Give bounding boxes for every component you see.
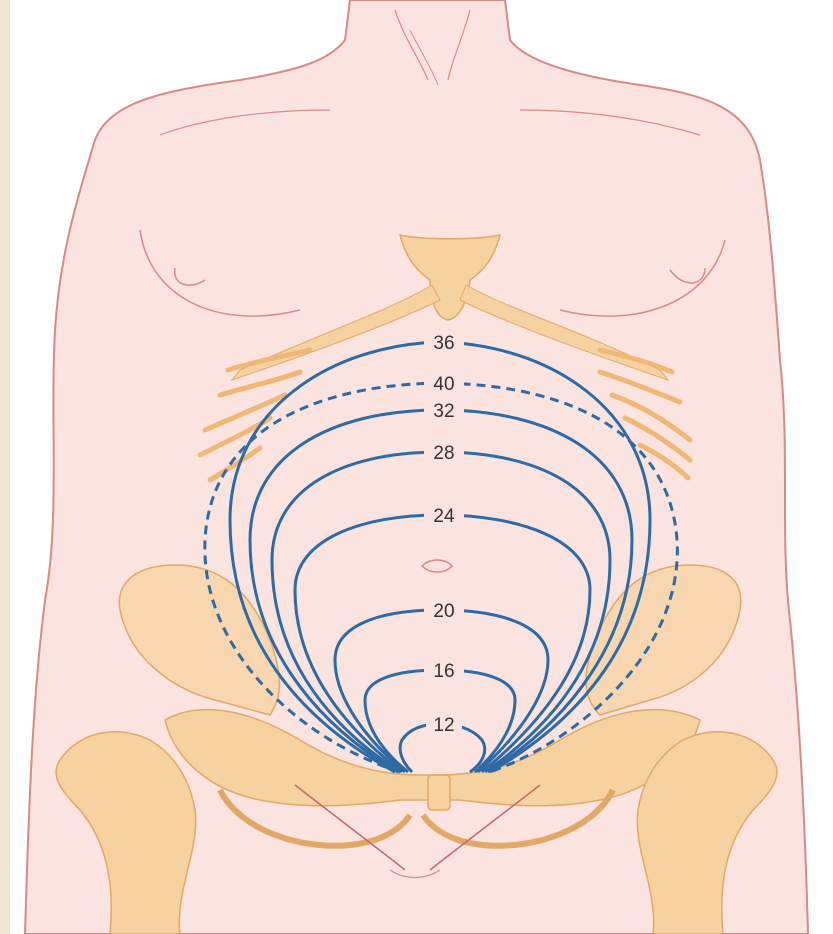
label-12-weeks: 12 (433, 715, 454, 736)
label-32-weeks: 32 (433, 401, 454, 422)
label-16-weeks: 16 (433, 661, 454, 682)
label-24-weeks: 24 (433, 506, 455, 527)
label-28-weeks: 28 (433, 443, 454, 464)
label-36-weeks: 36 (433, 333, 454, 354)
pubic-symphysis (428, 775, 450, 810)
label-40-weeks: 40 (433, 374, 454, 395)
label-20-weeks: 20 (433, 601, 454, 622)
